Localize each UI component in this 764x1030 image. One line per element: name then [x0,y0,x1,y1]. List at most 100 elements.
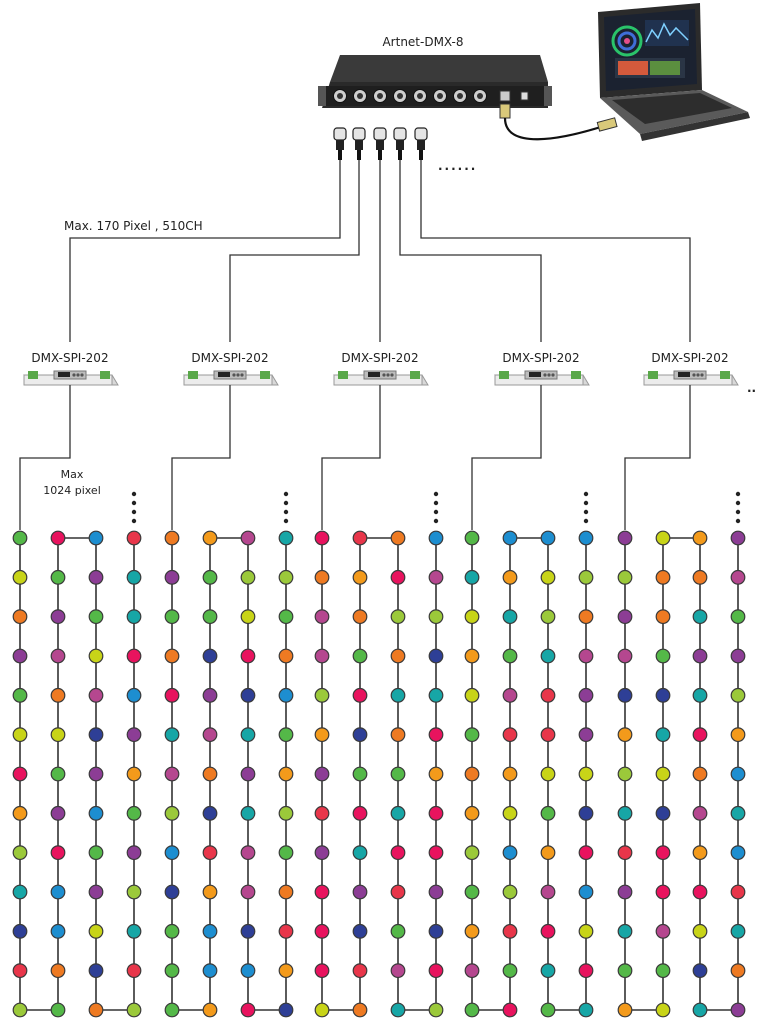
dmx-cables [70,160,690,342]
pixel-led [241,925,255,939]
pixel-led [89,649,103,663]
continuation-dot [284,492,288,496]
pixel-led [127,767,141,781]
pixel-led [693,1003,707,1017]
pixel-led [315,649,329,663]
pixel-led [13,531,27,545]
pixel-led [127,964,141,978]
pixel-led [51,885,65,899]
pixel-led [503,531,517,545]
pixel-led [279,689,293,703]
pixel-led [579,610,593,624]
pixel-led [618,689,632,703]
pixel-led [241,885,255,899]
pixel-led [465,728,479,742]
pixel-led [13,925,27,939]
continuation-dot [434,519,438,523]
pixel-led [165,807,179,821]
pixel-led [541,571,555,585]
decoder-label: DMX-SPI-202 [191,351,268,365]
pixel-led [315,807,329,821]
pixel-led [618,728,632,742]
pixel-led [618,571,632,585]
pixel-led [656,767,670,781]
pixel-led [127,689,141,703]
pixel-led [127,571,141,585]
pixel-led [391,728,405,742]
pixel-led [241,1003,255,1017]
xlr-port [414,90,427,103]
pixel-led [503,767,517,781]
pixel-led [731,885,745,899]
pixel-led [241,531,255,545]
strip-wire [322,538,436,1010]
pixel-led [353,531,367,545]
pixel-led [279,846,293,860]
pixel-led [579,846,593,860]
pixel-led [465,846,479,860]
pixel-led [429,964,443,978]
pixel-led [315,925,329,939]
pixel-led [279,728,293,742]
pixel-led [13,689,27,703]
pixel-led [503,964,517,978]
pixel-led [51,571,65,585]
pixel-led [693,571,707,585]
pixel-led [165,610,179,624]
pixel-led [465,610,479,624]
pixel-led [541,610,555,624]
pixel-led [731,649,745,663]
pixel-led [203,649,217,663]
pixel-led [465,925,479,939]
pixel-led [241,610,255,624]
pixel-led [465,649,479,663]
xlr-port [454,90,467,103]
strip-wire [20,538,134,1010]
pixel-led [465,807,479,821]
pixel-led [618,1003,632,1017]
pixel-led [165,846,179,860]
pixel-led [731,925,745,939]
pixel-led [165,689,179,703]
pixel-led [693,610,707,624]
pixel-led [203,610,217,624]
xlr-port [354,90,367,103]
pixel-led [429,571,443,585]
pixel-led [89,846,103,860]
continuation-dot [284,519,288,523]
hub-label: Artnet-DMX-8 [382,35,463,49]
pixel-led [503,885,517,899]
pixel-led [503,571,517,585]
pixel-led [503,610,517,624]
pixel-led [353,728,367,742]
pixel-led [353,689,367,703]
pixel-led [579,767,593,781]
pixel-led [465,964,479,978]
more-decoders-ellipsis: .. [747,381,756,395]
dmx-spi-202-decoder [184,371,278,385]
pixel-led [165,531,179,545]
pixel-led [465,885,479,899]
continuation-dot [284,510,288,514]
pixel-led [203,964,217,978]
pixel-led [391,885,405,899]
pixel-led [391,767,405,781]
pixel-led [618,846,632,860]
pixel-led [353,885,367,899]
pixel-led [693,728,707,742]
max-pixel-label-line2: 1024 pixel [43,484,101,497]
pixel-led [165,885,179,899]
continuation-dot [736,510,740,514]
pixel-led [693,689,707,703]
pixel-led [693,964,707,978]
pixel-led [279,964,293,978]
pixel-led [693,767,707,781]
pixel-led [541,846,555,860]
pixel-led [618,925,632,939]
pixel-led [89,531,103,545]
pixel-led [165,1003,179,1017]
pixel-led [693,925,707,939]
pixel-led [429,689,443,703]
pixel-led [315,767,329,781]
decoders: DMX-SPI-202DMX-SPI-202DMX-SPI-202DMX-SPI… [24,351,738,385]
